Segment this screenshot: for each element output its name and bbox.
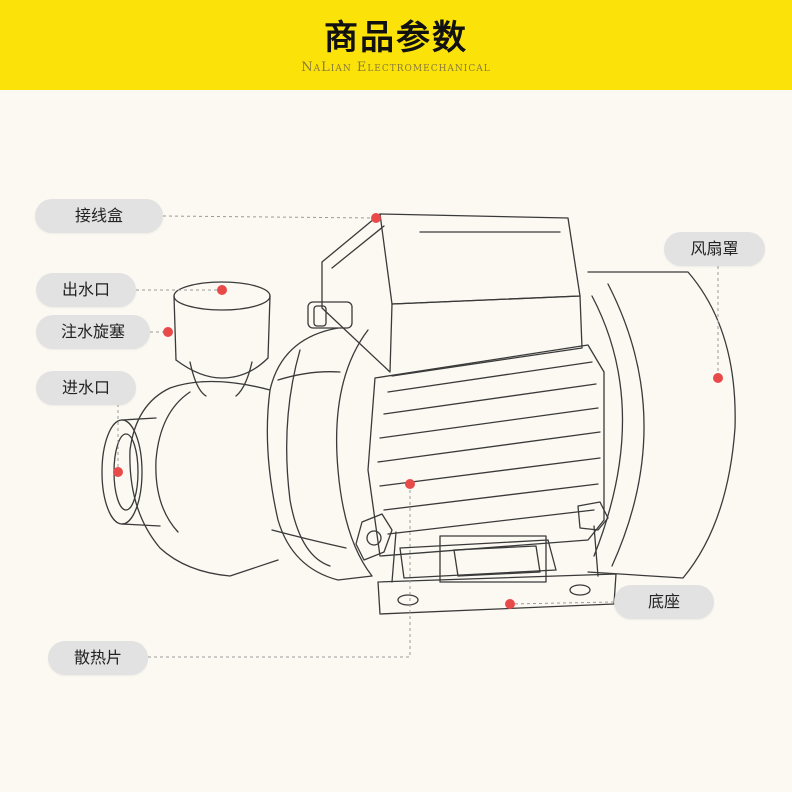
- marker-outlet: [217, 285, 227, 295]
- label-junction-box: 接线盒: [35, 199, 163, 233]
- label-base: 底座: [614, 585, 714, 619]
- marker-fan-cover: [713, 373, 723, 383]
- pump-line-art: [101, 213, 736, 615]
- leader-heat-sink: [148, 484, 411, 658]
- pump-casing-shape: [266, 327, 373, 581]
- label-fan-cover: 风扇罩: [664, 232, 765, 266]
- base-shape: [377, 573, 617, 615]
- marker-base: [505, 599, 515, 609]
- leader-base: [509, 601, 615, 605]
- fan-cover-shape: [587, 271, 736, 579]
- header-banner: [0, 0, 792, 90]
- marker-heat-sink: [405, 479, 415, 489]
- marker-priming-plug: [163, 327, 173, 337]
- label-outlet: 出水口: [36, 273, 136, 307]
- junction-box-shape: [321, 213, 581, 373]
- motor-body-shape: [367, 344, 605, 557]
- label-heat-sink: 散热片: [48, 641, 148, 675]
- marker-inlet: [113, 467, 123, 477]
- label-priming-plug: 注水旋塞: [36, 315, 150, 349]
- label-inlet: 进水口: [36, 371, 136, 405]
- markers: [113, 213, 723, 609]
- page-subtitle: NaLian Electromechanical: [301, 60, 491, 75]
- page-title: 商品参数: [324, 18, 468, 58]
- marker-junction-box: [371, 213, 381, 223]
- leader-junction-box: [162, 215, 377, 219]
